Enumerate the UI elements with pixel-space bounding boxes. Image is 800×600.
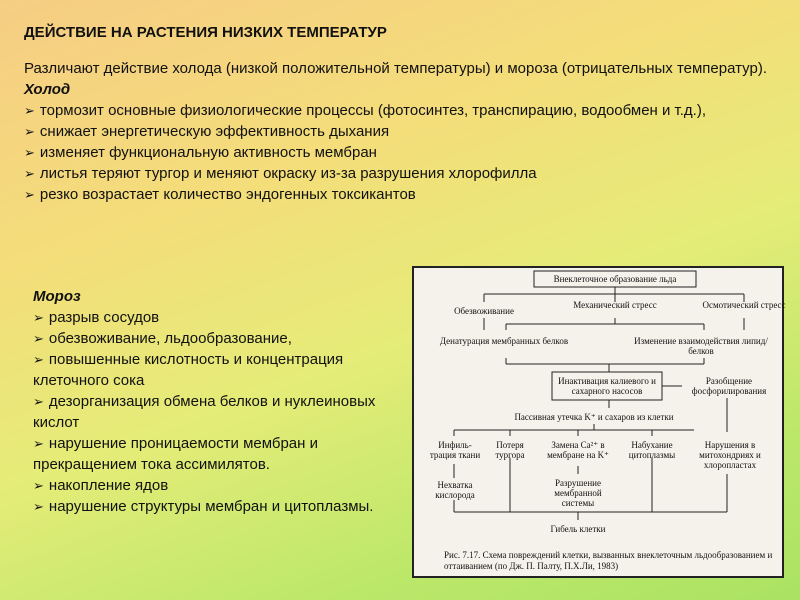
frost-list: разрыв сосудов обезвоживание, льдообразо…: [33, 307, 405, 517]
node-infiltration: Инфиль-трация ткани: [429, 440, 481, 460]
node-membrane-destruction: Разрушение мембранной системы: [554, 478, 602, 508]
node-cell-death: Гибель клетки: [550, 524, 606, 534]
cold-item: листья теряют тургор и меняют окраску из…: [24, 163, 770, 184]
node-lipid-interaction: Изменение взаимодействия липид/белков: [634, 336, 768, 356]
node-mechanical-stress: Механический стресс: [573, 300, 657, 310]
frost-item: нарушение структуры мембран и цитоплазмы…: [33, 496, 405, 517]
cold-item: снижает энергетическую эффективность дых…: [24, 121, 770, 142]
node-turgor-loss: Потеря тургора: [495, 440, 525, 460]
cold-heading: Холод: [24, 81, 71, 98]
damage-diagram: Внеклеточное образование льда Обезвожива…: [412, 266, 786, 578]
frost-item: повышенные кислотность и концентрация кл…: [33, 349, 405, 391]
frost-section: Мороз разрыв сосудов обезвоживание, льдо…: [33, 286, 405, 517]
diagram-connectors: [453, 270, 745, 520]
page-title: ДЕЙСТВИЕ НА РАСТЕНИЯ НИЗКИХ ТЕМПЕРАТУР: [24, 24, 387, 41]
node-ice: Внеклеточное образование льда: [553, 274, 677, 284]
frost-item: обезвоживание, льдообразование,: [33, 328, 405, 349]
frost-item: накопление ядов: [33, 475, 405, 496]
node-osmotic-stress: Осмотический стресс: [702, 300, 786, 310]
node-denaturation: Денатурация мембранных белков: [439, 336, 569, 346]
node-pump-inactivation: Инактивация калиевого и сахарного насосо…: [558, 376, 656, 396]
frost-item: нарушение проницаемости мембран и прекра…: [33, 433, 405, 475]
node-calcium-replacement: Замена Ca²⁺ в мембране на K⁺: [547, 440, 609, 460]
node-uncoupling: Разобщение фосфорилирования: [691, 376, 767, 396]
cold-item: изменяет функциональную активность мембр…: [24, 142, 770, 163]
cold-item: тормозит основные физиологические процес…: [24, 100, 770, 121]
frost-item: дезорганизация обмена белков и нуклеинов…: [33, 391, 405, 433]
diagram-caption: Рис. 7.17. Схема повреждений клетки, выз…: [444, 550, 773, 571]
frost-heading: Мороз: [33, 288, 81, 305]
node-cytoplasm-swelling: Набухание цитоплазмы: [628, 440, 676, 460]
intro-text: Различают действие холода (низкой положи…: [24, 60, 767, 77]
cold-list: тормозит основные физиологические процес…: [24, 100, 770, 205]
cold-section: Различают действие холода (низкой положи…: [24, 58, 770, 205]
cold-item: резко возрастает количество эндогенных т…: [24, 184, 770, 205]
frost-item: разрыв сосудов: [33, 307, 405, 328]
node-leak: Пассивная утечка K⁺ и сахаров из клетки: [514, 412, 674, 422]
node-mitochondria: Нарушения в митохондриях и хлоропластах: [699, 440, 761, 470]
node-oxygen-deficit: Нехватка кислорода: [435, 480, 475, 500]
node-dehydration: Обезвоживание: [454, 306, 514, 316]
